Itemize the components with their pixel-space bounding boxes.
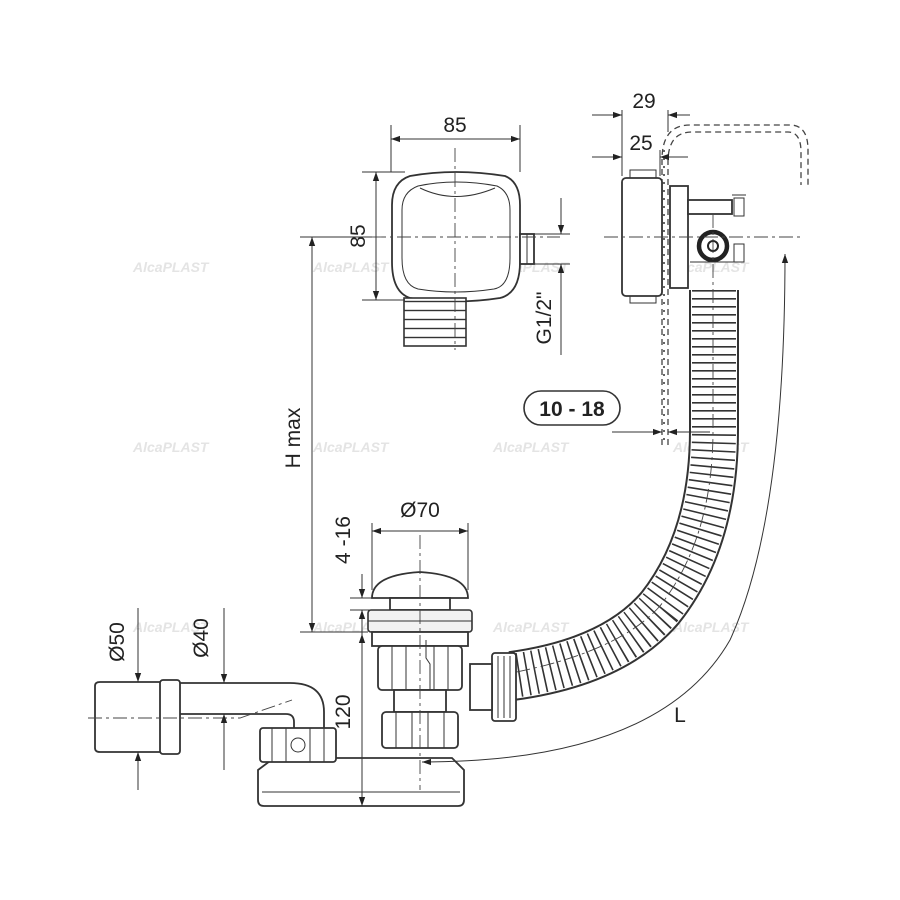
dim-label-hose-length: L (674, 704, 686, 727)
dimension-overflow-width: 85 (390, 114, 521, 172)
dim-label-h-max: H max (282, 407, 305, 468)
dimension-plug-adjust: 4 -16 (332, 516, 392, 634)
dimension-tub-thickness: 10 - 18 (523, 390, 710, 436)
dim-label-wall-29: 29 (632, 90, 655, 113)
watermark: AlcaPLAST (492, 439, 570, 455)
dimension-outlet-40: Ø40 (190, 608, 234, 770)
overflow-side-profile (621, 169, 746, 304)
overflow-cover-front (391, 171, 535, 347)
dim-label-thread: G1/2" (533, 292, 556, 345)
dim-label-plug-adjust: 4 -16 (332, 516, 355, 564)
dimension-trap-height: 120 (332, 634, 372, 807)
dim-label-tub-thickness: 10 - 18 (539, 398, 605, 421)
dim-label-outlet-50: Ø50 (106, 622, 129, 662)
dimension-hose-length: L (421, 253, 789, 766)
dim-label-outlet-40: Ø40 (190, 618, 213, 658)
watermark: AlcaPLAST (132, 259, 210, 275)
watermark: AlcaPLAST (492, 619, 570, 635)
dimension-outlet-50: Ø50 (106, 608, 150, 790)
dim-label-overflow-width: 85 (443, 114, 466, 137)
hose-connector (469, 652, 517, 722)
watermark: AlcaPLAST (132, 439, 210, 455)
dim-label-trap-height: 120 (332, 694, 355, 729)
dimension-wall-29: 29 (592, 90, 690, 176)
dim-label-overflow-height: 85 (347, 224, 370, 247)
watermark: AlcaPLAST (312, 439, 390, 455)
dimension-h-max: H max (282, 236, 372, 633)
dimension-wall-25: 25 (592, 132, 688, 176)
dim-label-plug-diameter: Ø70 (400, 499, 440, 522)
watermark: AlcaPLAST (132, 619, 210, 635)
dimension-thread: G1/2" (533, 198, 570, 355)
dimension-overflow-height: 85 (347, 171, 405, 301)
dim-label-wall-25: 25 (629, 132, 652, 155)
outlet-pipe (88, 679, 337, 763)
watermark: AlcaPLAST (312, 259, 390, 275)
